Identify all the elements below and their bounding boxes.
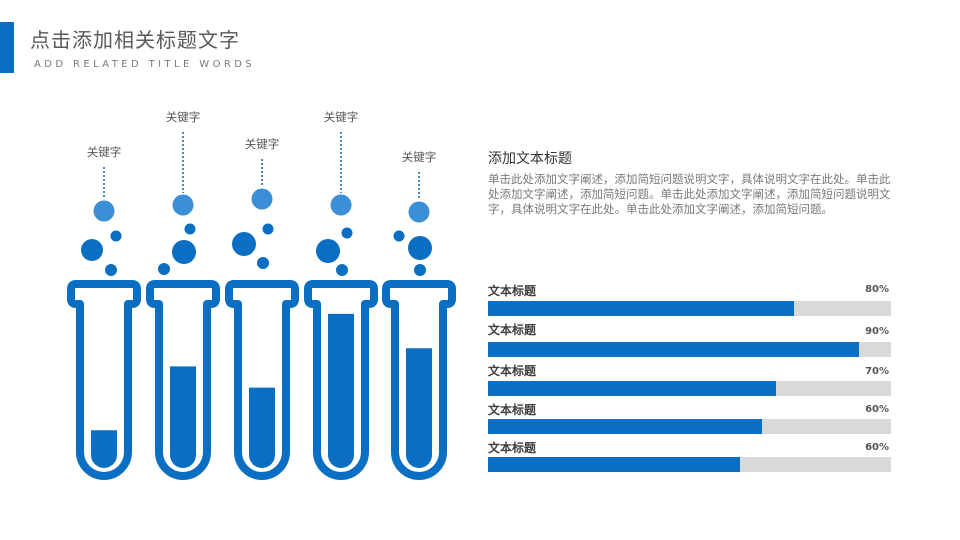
bubble-icon <box>336 264 348 276</box>
section-title: 添加文本标题 <box>488 151 572 167</box>
progress-row: 文本标题 90% <box>488 321 891 361</box>
progress-row: 文本标题 60% <box>488 401 891 441</box>
test-tube-liquid-fill <box>91 430 117 468</box>
progress-row: 文本标题 60% <box>488 439 891 479</box>
bubble-icon <box>158 263 170 275</box>
bubble-icon <box>172 194 194 216</box>
progress-track <box>488 301 891 316</box>
bubble-icon <box>393 230 405 242</box>
test-tube-outline <box>304 280 378 480</box>
bubble-icon <box>408 201 430 223</box>
progress-track <box>488 419 891 434</box>
progress-track <box>488 342 891 357</box>
bubble-icon <box>232 232 256 256</box>
tube-keyword-label: 关键字 <box>245 137 280 151</box>
bubble-icon <box>172 240 196 264</box>
progress-percent: 60% <box>865 442 889 453</box>
tube-keyword-label: 关键字 <box>87 145 122 159</box>
progress-row: 文本标题 70% <box>488 362 891 402</box>
page-title: 点击添加相关标题文字 <box>30 28 240 52</box>
progress-row: 文本标题 80% <box>488 282 891 322</box>
page-subtitle: ADD RELATED TITLE WORDS <box>34 59 256 70</box>
progress-percent: 70% <box>865 366 889 377</box>
bubble-icon <box>257 257 269 269</box>
progress-label: 文本标题 <box>488 364 537 378</box>
bubble-icon <box>110 230 122 242</box>
tube-keyword-label: 关键字 <box>324 110 359 124</box>
bubble-icon <box>251 188 273 210</box>
bubble-icon <box>414 264 426 276</box>
bubble-icon <box>93 200 115 222</box>
test-tube-outline <box>382 280 456 480</box>
test-tube-liquid-fill <box>328 313 354 468</box>
test-tube-outline <box>225 280 299 480</box>
tube-keyword-label: 关键字 <box>166 110 201 124</box>
progress-fill <box>488 301 795 316</box>
bubble-icon <box>105 264 117 276</box>
bubble-icon <box>316 239 340 263</box>
bubble-icon <box>81 239 103 261</box>
bubble-icon <box>408 236 432 260</box>
test-tube-outline <box>146 280 220 480</box>
progress-fill <box>488 381 777 396</box>
bubble-icon <box>184 223 196 235</box>
progress-label: 文本标题 <box>488 403 537 417</box>
bubble-icon <box>262 223 274 235</box>
test-tube-liquid-fill <box>170 366 196 468</box>
progress-fill <box>488 342 859 357</box>
progress-track <box>488 457 891 472</box>
bubble-icon <box>341 227 353 239</box>
bubble-icon <box>330 194 352 216</box>
section-body: 单击此处添加文字阐述，添加简短问题说明文字，具体说明文字在此处。单击此处添加文字… <box>488 172 891 216</box>
progress-label: 文本标题 <box>488 441 537 455</box>
test-tube-liquid-fill <box>249 387 275 468</box>
test-tube-liquid-fill <box>406 348 432 468</box>
tube-keyword-label: 关键字 <box>402 150 437 164</box>
test-tube-outline <box>67 280 141 480</box>
progress-label: 文本标题 <box>488 284 537 298</box>
progress-percent: 80% <box>865 284 889 295</box>
progress-fill <box>488 419 763 434</box>
progress-label: 文本标题 <box>488 323 537 337</box>
progress-percent: 60% <box>865 404 889 415</box>
progress-track <box>488 381 891 396</box>
title-accent-bar <box>0 22 14 73</box>
progress-fill <box>488 457 740 472</box>
progress-percent: 90% <box>865 326 889 337</box>
